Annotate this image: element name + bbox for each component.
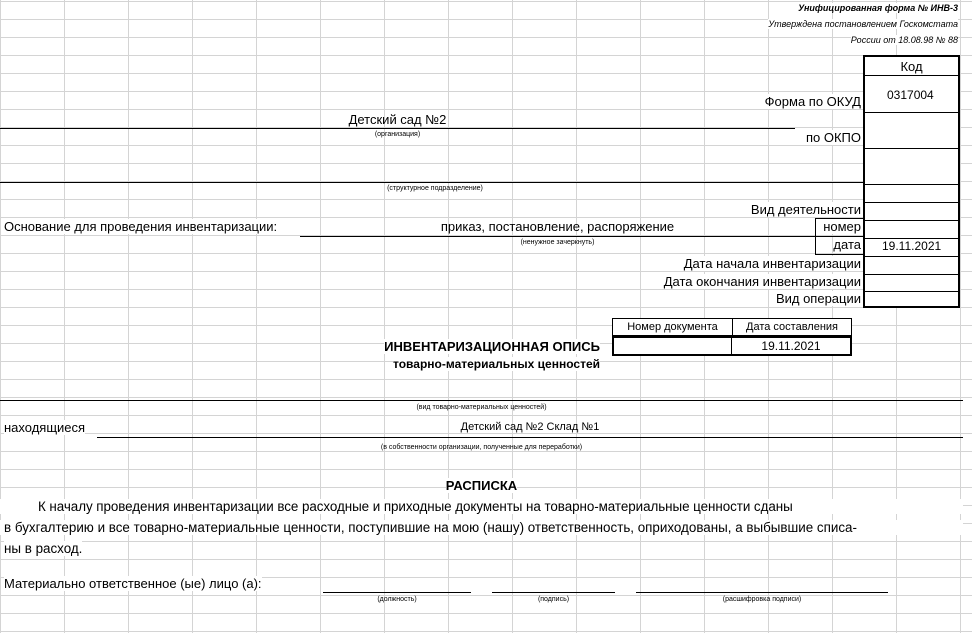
inv-end-label: Дата окончания инвентаризации [663, 274, 861, 289]
subdivision-caption: (структурное подразделение) [387, 185, 483, 192]
goods-type-caption: (вид товарно-материальных ценностей) [416, 404, 547, 411]
decoding-caption: (расшифровка подписи) [722, 596, 802, 603]
okud-value[interactable]: 0317004 [887, 88, 934, 102]
basis-label: Основание для проведения инвентаризации: [4, 219, 278, 234]
codes-box: Код 0317004 19.11.2021 [863, 55, 960, 308]
number-label: номер [823, 219, 861, 234]
position-caption: (должность) [377, 596, 417, 603]
receipt-title: РАСПИСКА [0, 478, 963, 493]
doc-number-value[interactable] [612, 336, 732, 356]
organization-name[interactable]: Детский сад №2 [348, 112, 447, 127]
okpo-label: по ОКПО [805, 130, 861, 145]
located-label: находящиеся [4, 420, 86, 435]
located-caption: (в собственности организации, полученные… [380, 444, 583, 451]
inv-start-label: Дата начала инвентаризации [683, 256, 861, 271]
operation-label: Вид операции [775, 291, 861, 306]
receipt-line-2: в бухгалтерию и все товарно-материальные… [0, 520, 963, 535]
doc-date-value[interactable]: 19.11.2021 [732, 336, 852, 356]
basis-value[interactable]: приказ, постановление, распоряжение [440, 219, 675, 234]
receipt-title-text: РАСПИСКА [445, 478, 518, 493]
located-value[interactable]: Детский сад №2 Склад №1 [460, 421, 600, 433]
doc-date-header: Дата составления [732, 318, 852, 336]
date-value[interactable]: 19.11.2021 [882, 239, 942, 253]
receipt-line-1: К началу проведения инвентаризации все р… [0, 499, 963, 514]
codes-header: Код [900, 59, 923, 74]
document-subtitle: товарно-материальных ценностей [393, 357, 600, 371]
receipt-line-3: ны в расход. [4, 541, 83, 556]
form-title: Унифицированная форма № ИНВ-3 [798, 3, 958, 13]
okud-label: Форма по ОКУД [764, 94, 861, 109]
organization-caption: (организация) [374, 131, 421, 138]
document-title: ИНВЕНТАРИЗАЦИОННАЯ ОПИСЬ [384, 339, 600, 354]
approval-line-2: России от 18.08.98 № 88 [850, 35, 958, 45]
doc-number-header: Номер документа [612, 318, 732, 336]
responsible-label: Материально ответственное (ые) лицо (а): [4, 576, 262, 591]
basis-caption: (ненужное зачеркнуть) [520, 239, 595, 246]
activity-label: Вид деятельности [750, 202, 861, 217]
document-number-date-table: Номер документа Дата составления 19.11.2… [612, 318, 852, 356]
date-label: дата [833, 237, 861, 252]
signature-caption: (подпись) [537, 596, 570, 603]
approval-line-1: Утверждена постановлением Госкомстата [768, 19, 958, 29]
